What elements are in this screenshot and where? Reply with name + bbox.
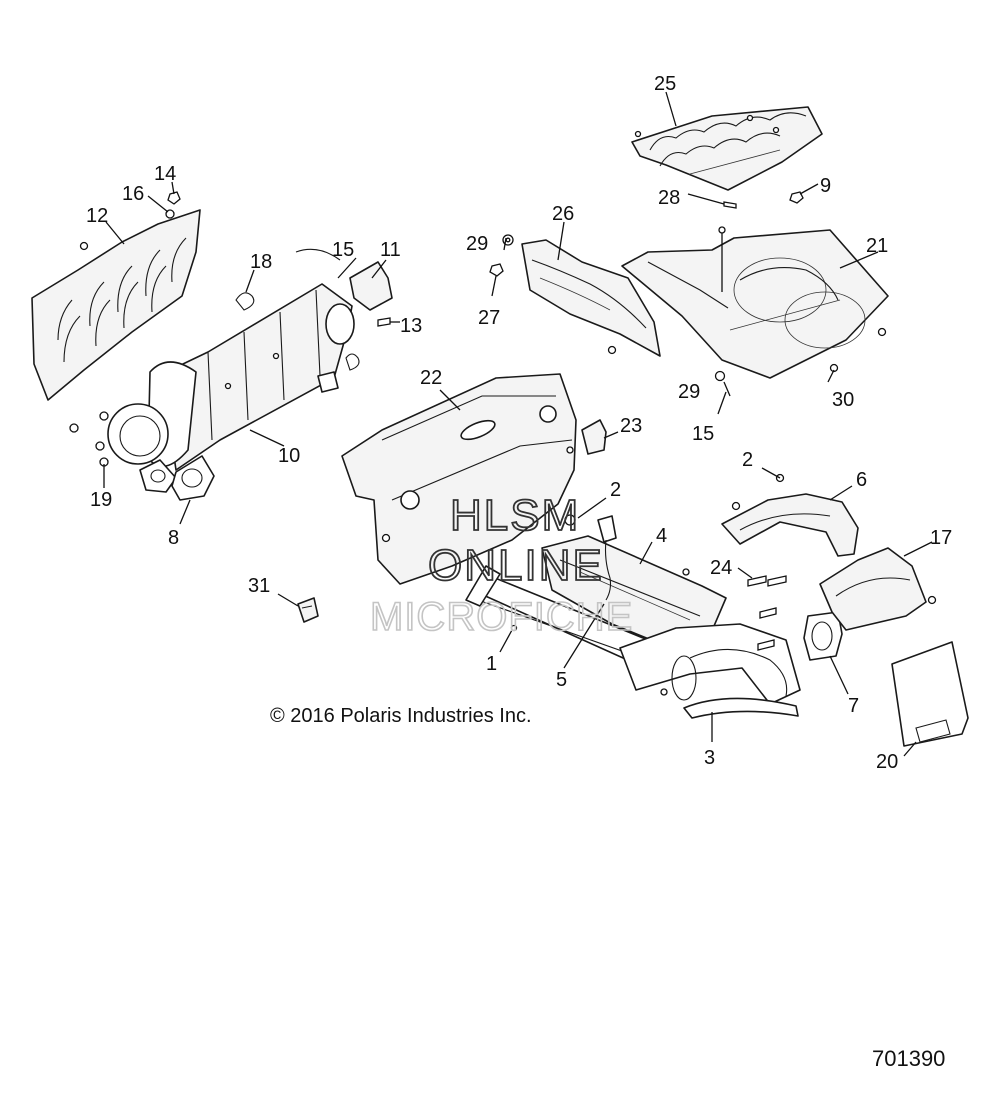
callout-19: 19 [90,489,112,511]
callout-8: 8 [168,527,179,549]
part-11-mount [349,261,393,311]
part-20-plate [891,641,969,747]
part-25-heat-shield [631,106,823,191]
callout-5: 5 [556,669,567,691]
part-3-pipe [619,623,801,719]
watermark-line-3: MICROFICHE [370,595,633,639]
callout-2-b: 2 [742,449,753,471]
callout-14: 14 [154,163,176,185]
part-31-clip [297,597,319,623]
callout-30: 30 [832,389,854,411]
callout-9: 9 [820,175,831,197]
part-8-gasket [171,455,215,501]
document-number: 701390 [872,1046,945,1071]
part-18-spring [235,292,360,371]
part-9-bolt [789,191,804,204]
callout-25: 25 [654,73,676,95]
part-5-sensor [564,514,617,601]
watermark: HLSM ONLINE MICROFICHE [369,490,633,640]
leader-lines [103,91,933,757]
part-28-bolt [723,201,737,209]
callout-labels: 25 28 9 21 26 29 27 30 29 15 14 16 12 15… [86,73,952,773]
part-10-muffler [107,248,355,493]
part-23-bracket [581,419,607,455]
callout-4: 4 [656,525,667,547]
callout-26: 26 [552,203,574,225]
part-24-bolts [747,575,787,651]
part-13-bolt [377,317,391,327]
part-6-heat-shield [721,473,859,557]
callout-21: 21 [866,235,888,257]
callout-15: 15 [332,239,354,261]
callout-6: 6 [856,469,867,491]
callout-17: 17 [930,527,952,549]
part-22-heat-shield [341,373,577,585]
callout-27: 27 [478,307,500,329]
part-19-nuts [69,411,109,467]
callout-15-b: 15 [692,423,714,445]
part-29-washer-b [714,370,726,382]
copyright-text: © 2016 Polaris Industries Inc. [270,705,532,727]
callout-18: 18 [250,251,272,273]
part-17-heat-shield [819,547,937,631]
callout-31: 31 [248,575,270,597]
part-21-heat-shield [621,226,889,379]
part-27-bolt [489,263,504,277]
callout-20: 20 [876,751,898,773]
callout-7: 7 [848,695,859,717]
callout-10: 10 [278,445,300,467]
part-7-gasket [803,611,843,661]
callout-29-b: 29 [678,381,700,403]
callout-28: 28 [658,187,680,209]
callout-13: 13 [400,315,422,337]
callout-1: 1 [486,653,497,675]
callout-29: 29 [466,233,488,255]
watermark-line-2: ONLINE [428,541,604,590]
callout-2: 2 [610,479,621,501]
callout-12: 12 [86,205,108,227]
callout-23: 23 [620,415,642,437]
watermark-line-1: HLSM [450,491,580,540]
part-26-heat-shield [521,239,661,357]
callout-3: 3 [704,747,715,769]
callout-11: 11 [380,239,401,261]
callout-24: 24 [710,557,732,579]
callout-16: 16 [122,183,144,205]
part-14-bolt [167,191,181,205]
part-12-heat-shield [31,209,201,401]
callout-22: 22 [420,367,442,389]
